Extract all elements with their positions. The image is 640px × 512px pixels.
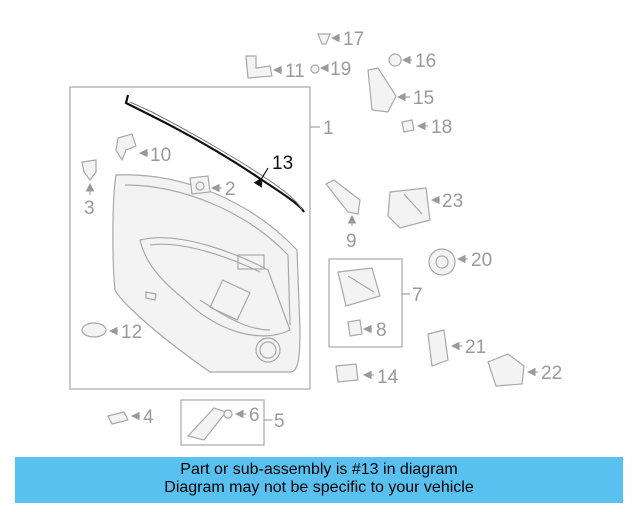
cover-part-21: 21 <box>427 329 486 367</box>
callout-6: 6 <box>249 405 260 426</box>
callout-9: 9 <box>346 231 357 252</box>
bracket-part-11: 11 <box>245 55 305 82</box>
clip-part-8: 8 <box>347 319 387 341</box>
clip-part-17: 17 <box>317 29 364 50</box>
callout-14: 14 <box>377 367 399 388</box>
banner-line-1: Part or sub-assembly is #13 in diagram <box>180 461 458 478</box>
callout-10: 10 <box>150 145 171 166</box>
switch-assembly-box-7: 7 <box>328 258 423 348</box>
info-banner: Part or sub-assembly is #13 in diagram D… <box>15 457 623 503</box>
weatherstrip-part-13[interactable]: 13 <box>124 94 305 213</box>
screw-part-18: 18 <box>401 117 452 138</box>
callout-19: 19 <box>330 59 351 80</box>
cover-part-22: 22 <box>487 353 562 387</box>
callout-5: 5 <box>274 411 285 432</box>
callout-16: 16 <box>415 51 436 72</box>
callout-21: 21 <box>465 337 486 358</box>
callout-12: 12 <box>121 322 142 343</box>
knob-part-20: 20 <box>428 248 492 276</box>
callout-22: 22 <box>541 363 562 384</box>
callout-4: 4 <box>143 407 154 428</box>
push-clip-part-10: 10 <box>115 133 171 166</box>
clip-part-19: 19 <box>310 59 351 80</box>
callout-3: 3 <box>84 198 95 219</box>
fastener-part-3: 3 <box>81 159 97 219</box>
callout-15: 15 <box>413 88 434 109</box>
switch-part-23: 23 <box>387 187 463 229</box>
banner-line-2: Diagram may not be specific to your vehi… <box>164 479 474 496</box>
bracket-box-5: 5 6 <box>180 399 285 446</box>
door-panel-assembly-box: 1 <box>69 86 334 390</box>
callout-20: 20 <box>471 250 492 271</box>
parts-diagram: 1 13 10 3 2 <box>69 29 562 446</box>
plug-part-12: 12 <box>81 322 142 343</box>
callout-17: 17 <box>343 29 364 50</box>
screw-part-4: 4 <box>107 407 154 428</box>
callout-1: 1 <box>323 118 334 139</box>
callout-18: 18 <box>431 117 452 138</box>
door-trim-panel <box>112 174 301 373</box>
bracket-part-2: 2 <box>189 175 236 200</box>
fastener-part-16: 16 <box>388 51 436 72</box>
callout-23: 23 <box>442 191 463 212</box>
handle-part-9: 9 <box>325 179 361 252</box>
callout-8: 8 <box>376 320 387 341</box>
callout-2: 2 <box>225 179 236 200</box>
callout-7: 7 <box>412 285 423 306</box>
cover-part-15: 15 <box>367 67 434 113</box>
plug-part-14: 14 <box>335 363 399 388</box>
callout-13: 13 <box>272 153 293 174</box>
callout-11: 11 <box>285 61 305 82</box>
